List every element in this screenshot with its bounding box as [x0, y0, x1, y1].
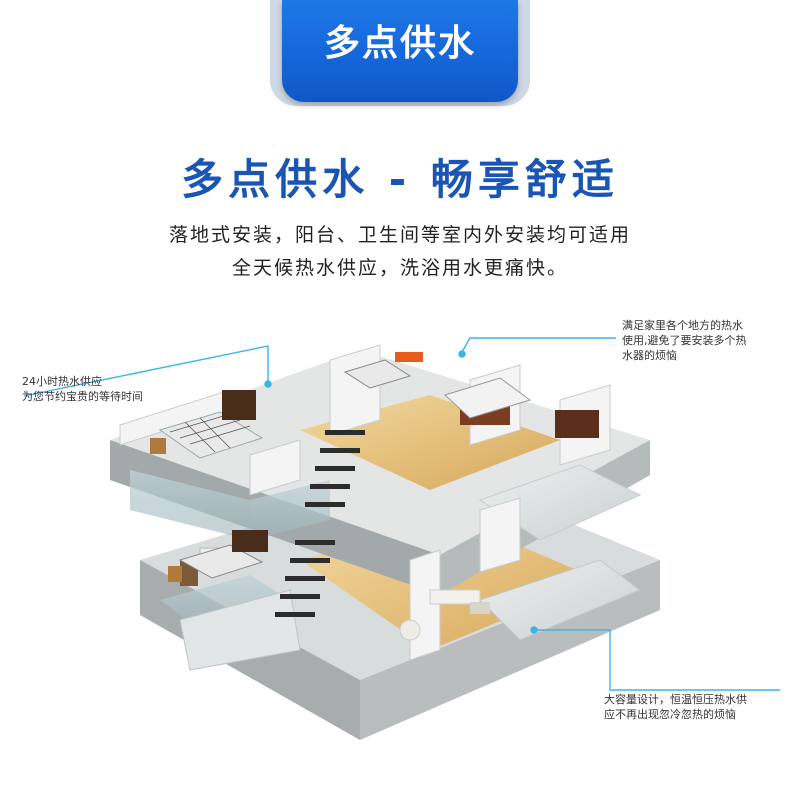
callout-top-right-line-3: 水器的烦恼 — [622, 349, 677, 362]
callout-top-right: 满足家里各个地方的热水 使用,避免了要安装多个热 水器的烦恼 — [622, 318, 792, 363]
callout-bottom-right: 大容量设计，恒温恒压热水供 应不再出现忽冷忽热的烦恼 — [604, 692, 794, 722]
callout-left-line-1: 24小时热水供应 — [22, 375, 102, 388]
subtitle-line-1: 落地式安装，阳台、卫生间等室内外安装均可适用 — [168, 224, 631, 246]
callout-left-line-2: 为您节约宝贵的等待时间 — [22, 390, 143, 403]
callout-bottom-right-line-2: 应不再出现忽冷忽热的烦恼 — [604, 708, 736, 721]
staircase — [275, 430, 365, 617]
bedroom-left — [150, 390, 264, 459]
subtitle-line-2: 全天候热水供应，洗浴用水更痛快。 — [231, 257, 568, 279]
callout-lines — [23, 337, 780, 691]
callout-top-right-line-2: 使用,避免了要安装多个热 — [622, 334, 747, 347]
callout-bottom-right-line-1: 大容量设计，恒温恒压热水供 — [604, 693, 747, 706]
banner-title: 多点供水 — [323, 23, 476, 64]
headline: 多点供水 - 畅享舒适 — [181, 155, 619, 204]
callout-top-right-line-1: 满足家里各个地方的热水 — [622, 319, 743, 332]
living-room — [399, 589, 490, 641]
bedroom-lower — [168, 530, 268, 582]
callout-left: 24小时热水供应 为您节约宝贵的等待时间 — [22, 374, 182, 404]
title-banner: 多点供水 — [270, 0, 530, 106]
bedroom-top — [343, 352, 599, 438]
